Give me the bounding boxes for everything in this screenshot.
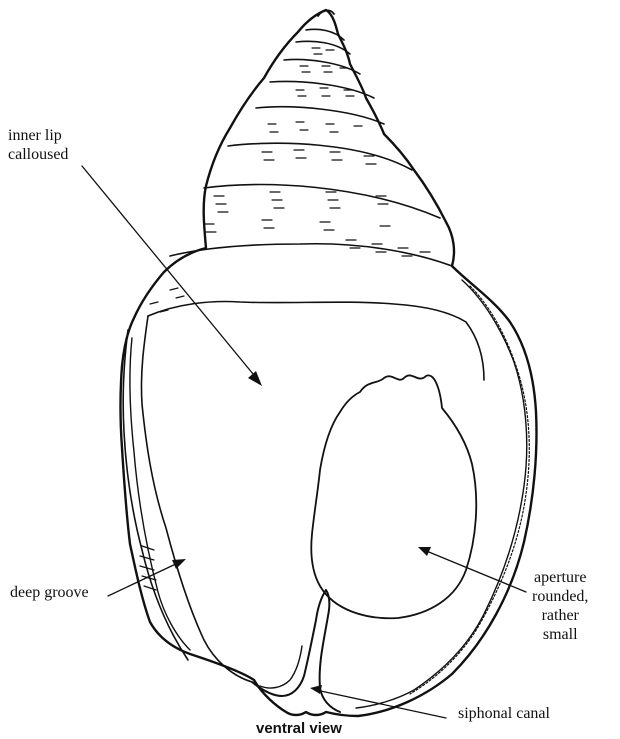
arrowhead-deep-groove xyxy=(172,559,186,569)
label-aperture-line-2: rounded, xyxy=(532,587,588,606)
label-inner-lip-line-2: calloused xyxy=(8,145,68,164)
leader-inner-lip xyxy=(82,166,258,380)
suture-6 xyxy=(228,143,412,170)
spiral-ornament xyxy=(140,48,430,590)
suture-7 xyxy=(204,184,440,218)
label-deep-groove-text: deep groove xyxy=(10,584,89,601)
label-siphonal-canal: siphonal canal xyxy=(458,704,550,723)
parietal-wall xyxy=(130,338,190,650)
outer-lip-crenulation xyxy=(410,286,529,694)
outer-lip xyxy=(356,280,527,708)
suture-5 xyxy=(256,107,384,124)
leader-aperture xyxy=(424,550,526,592)
aperture-rim xyxy=(311,375,476,618)
label-inner-lip-line-1: inner lip xyxy=(8,126,68,145)
caption-text: ventral view xyxy=(256,720,342,737)
caption-ventral-view: ventral view xyxy=(256,720,342,737)
inner-lip-callus xyxy=(148,302,484,380)
label-siphonal-canal-text: siphonal canal xyxy=(458,705,550,722)
label-aperture-line-1: aperture xyxy=(532,568,588,587)
arrowhead-inner-lip xyxy=(248,371,262,386)
label-inner-lip: inner lip calloused xyxy=(8,126,68,164)
body-whorl-suture xyxy=(170,244,452,266)
label-aperture-line-4: small xyxy=(532,625,588,644)
arrowhead-siphonal-canal xyxy=(310,685,322,694)
deep-groove-line xyxy=(123,330,188,660)
label-aperture: aperture rounded, rather small xyxy=(532,568,588,644)
label-aperture-line-3: rather xyxy=(532,606,588,625)
columellar-edge xyxy=(141,316,252,682)
leader-lines xyxy=(82,166,526,718)
label-deep-groove: deep groove xyxy=(10,583,89,602)
siphonal-canal-inner xyxy=(260,646,302,688)
